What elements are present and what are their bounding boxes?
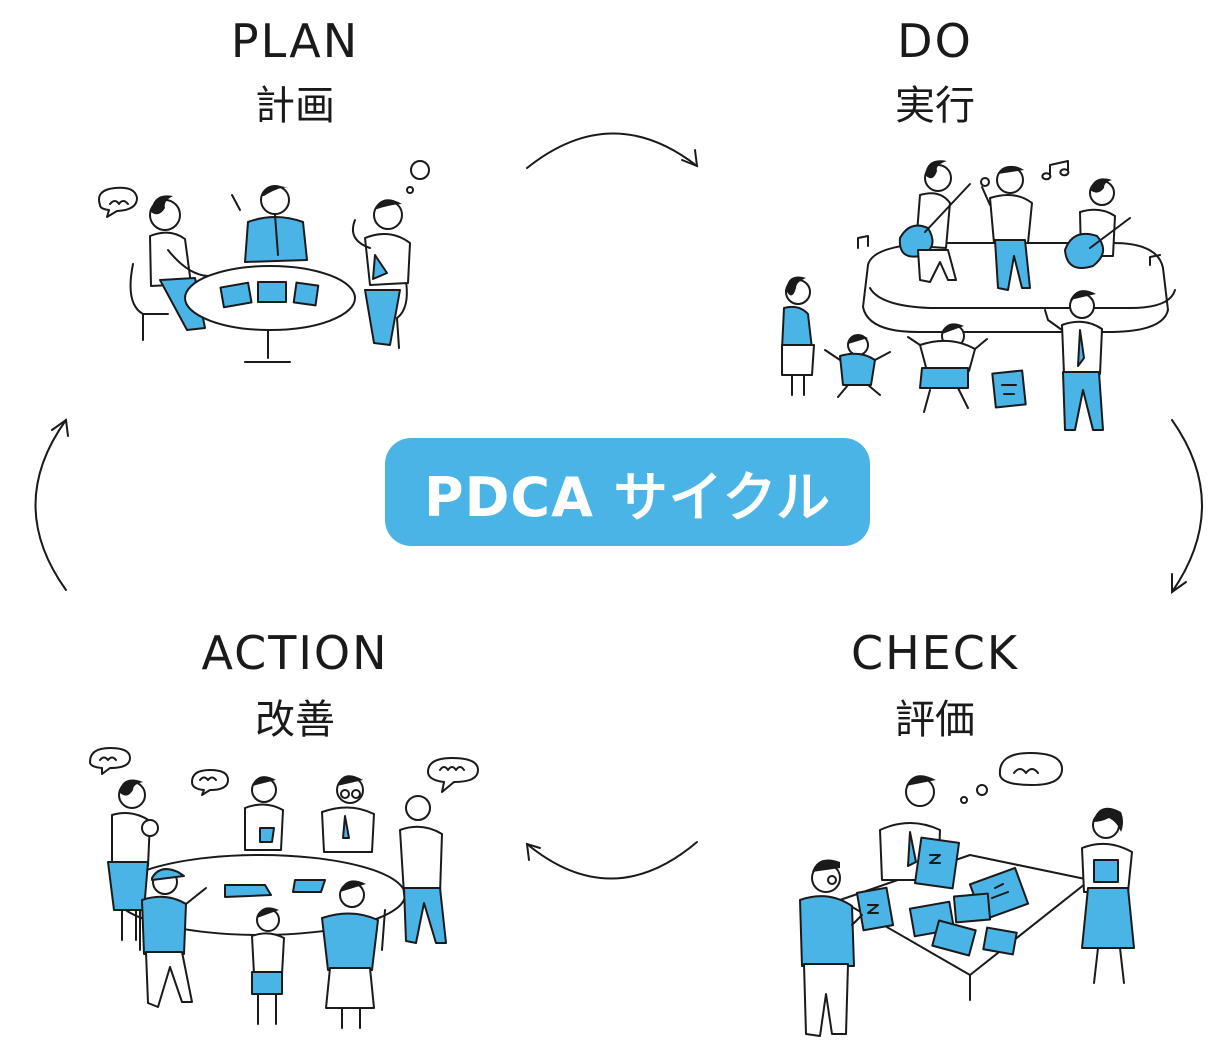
plan-illustration [98,160,430,363]
arrow-do-to-check [1171,419,1203,593]
action-illustration [89,747,479,1029]
arrow-action-to-plan [34,419,67,591]
pdca-cycle-badge: PDCA サイクル [385,438,870,546]
do-illustration [781,160,1176,431]
check-illustration [799,752,1135,1037]
action-title: ACTION [201,626,389,680]
arrow-check-to-action [526,841,698,880]
do-title: DO [897,14,973,68]
arrow-plan-to-do [526,132,698,169]
check-subtitle: 評価 [895,697,975,743]
do-subtitle: 実行 [895,83,975,129]
plan-title: PLAN [230,14,360,68]
check-title: CHECK [850,626,1020,680]
action-subtitle: 改善 [255,697,335,743]
plan-subtitle: 計画 [255,83,335,129]
